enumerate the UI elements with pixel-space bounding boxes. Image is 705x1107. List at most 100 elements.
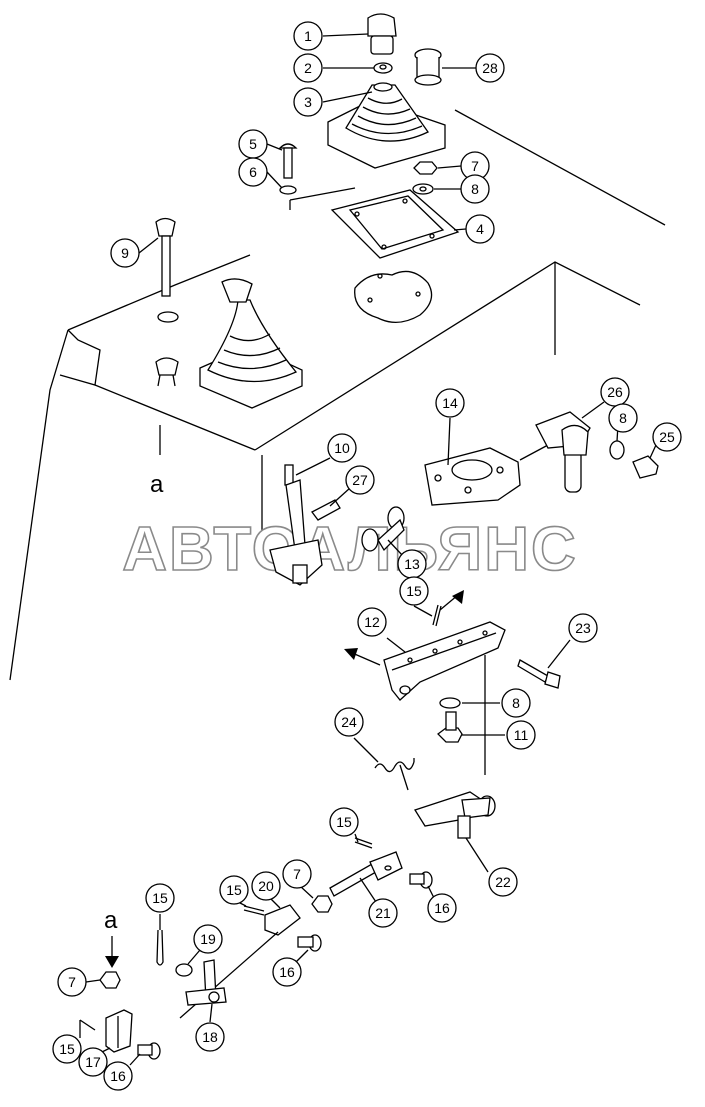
callout-17: 17 — [78, 1047, 108, 1077]
view-marker-label-upper: a — [150, 471, 164, 498]
view-marker-label-lower: a — [104, 907, 118, 934]
callout-12: 12 — [357, 607, 387, 637]
callout-5: 5 — [238, 129, 268, 159]
svg-text:17: 17 — [85, 1054, 101, 1070]
svg-text:7: 7 — [68, 974, 76, 990]
callout-14: 14 — [435, 388, 465, 418]
part-8-washer-mid — [439, 697, 461, 709]
svg-text:16: 16 — [434, 900, 450, 916]
svg-text:18: 18 — [202, 1029, 218, 1045]
svg-text:10: 10 — [334, 440, 350, 456]
svg-text:3: 3 — [304, 94, 312, 110]
svg-text:15: 15 — [59, 1041, 75, 1057]
part-18-link — [179, 931, 279, 1019]
part-20-clevis — [243, 904, 301, 936]
callout-15-bottom: 15 — [52, 1034, 82, 1064]
callout-7-mid: 7 — [282, 859, 312, 889]
part-16-pin-left — [297, 934, 322, 952]
callout-11: 11 — [506, 720, 536, 750]
part-3-gear-boot — [327, 82, 446, 169]
callout-8-mid: 8 — [501, 688, 531, 718]
callout-7-lower: 7 — [57, 967, 87, 997]
part-7-nut-lower — [99, 971, 121, 989]
part-8-washer-right — [609, 440, 625, 460]
part-24-spring — [374, 758, 415, 791]
callout-2: 2 — [293, 53, 323, 83]
svg-text:9: 9 — [121, 245, 129, 261]
svg-text:7: 7 — [471, 158, 479, 174]
part-2-nut — [373, 62, 393, 74]
callout-15-lower: 15 — [145, 883, 175, 913]
callout-23: 23 — [568, 613, 598, 643]
svg-text:20: 20 — [258, 878, 274, 894]
callout-22: 22 — [488, 867, 518, 897]
callout-21: 21 — [368, 898, 398, 928]
svg-text:27: 27 — [352, 472, 368, 488]
svg-text:25: 25 — [659, 429, 675, 445]
svg-text:15: 15 — [152, 890, 168, 906]
part-23-bolt — [517, 659, 561, 689]
svg-text:19: 19 — [200, 931, 216, 947]
svg-text:15: 15 — [226, 882, 242, 898]
part-15-pin-upper — [432, 604, 442, 627]
part-25-bolt — [632, 455, 659, 479]
part-14-bracket — [424, 444, 549, 506]
callout-13: 13 — [397, 549, 427, 579]
callout-9: 9 — [110, 238, 140, 268]
svg-text:16: 16 — [279, 964, 295, 980]
callout-27: 27 — [345, 465, 375, 495]
part-7-nut-mid — [311, 895, 333, 913]
part-15-pin-mid — [354, 837, 373, 849]
svg-text:4: 4 — [476, 221, 484, 237]
callout-15-left: 15 — [219, 875, 249, 905]
part-16-pin-lower — [137, 1042, 161, 1060]
svg-text:8: 8 — [471, 181, 479, 197]
svg-text:14: 14 — [442, 395, 458, 411]
svg-text:6: 6 — [249, 164, 257, 180]
svg-text:28: 28 — [482, 60, 498, 76]
callout-10: 10 — [327, 433, 357, 463]
callout-24: 24 — [334, 707, 364, 737]
part-4-plate — [330, 189, 460, 259]
part-1-knob — [367, 13, 397, 55]
svg-text:24: 24 — [341, 714, 357, 730]
part-19-washer — [175, 963, 193, 977]
svg-text:16: 16 — [110, 1068, 126, 1084]
part-5-screw — [278, 143, 298, 179]
cab-floor-outline — [9, 109, 666, 775]
part-15-pin-lower — [156, 929, 164, 966]
svg-text:2: 2 — [304, 60, 312, 76]
callout-16-mid: 16 — [427, 893, 457, 923]
callout-18: 18 — [195, 1022, 225, 1052]
gasket — [354, 270, 433, 323]
part-6-washer — [279, 185, 297, 195]
callout-19: 19 — [193, 924, 223, 954]
callout-4: 4 — [465, 214, 495, 244]
floor-clip — [155, 357, 179, 387]
callout-16-bottom: 16 — [103, 1061, 133, 1091]
part-22-bracket — [414, 791, 496, 839]
svg-text:1: 1 — [304, 28, 312, 44]
part-26-shift-block — [535, 411, 591, 493]
svg-text:23: 23 — [575, 620, 591, 636]
part-12-lever-bar — [383, 621, 506, 701]
part-8-washer-top — [412, 183, 434, 195]
callout-15-upper: 15 — [399, 576, 429, 606]
svg-text:21: 21 — [375, 905, 391, 921]
svg-text:5: 5 — [249, 136, 257, 152]
part-13-bushing — [361, 506, 405, 552]
svg-text:26: 26 — [607, 384, 623, 400]
callout-28: 28 — [475, 53, 505, 83]
part-10-lever — [269, 464, 323, 586]
svg-text:7: 7 — [293, 866, 301, 882]
callout-15-mid: 15 — [329, 807, 359, 837]
svg-text:8: 8 — [619, 410, 627, 426]
callout-26: 26 — [600, 377, 630, 407]
callout-25: 25 — [652, 422, 682, 452]
part-17-clevis — [79, 1009, 133, 1053]
watermark-text: АВТОАЛЬЯНС — [122, 515, 578, 584]
part-27-pin — [311, 499, 341, 521]
part-28-sleeve — [414, 48, 442, 86]
part-16-pin-mid — [409, 871, 433, 889]
